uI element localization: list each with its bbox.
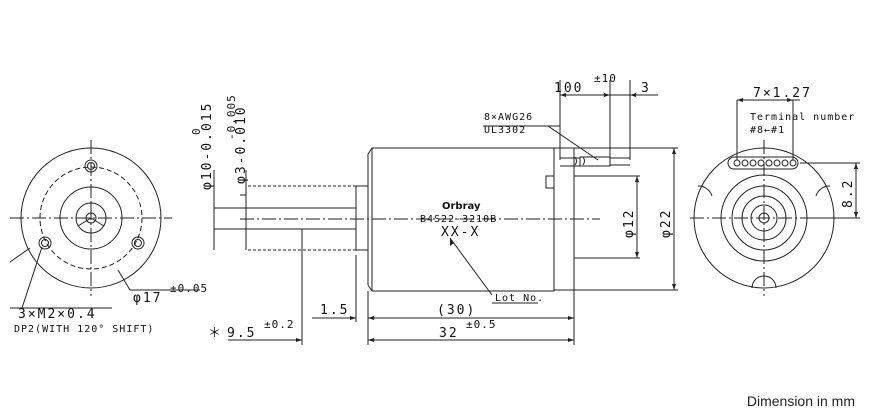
- front-view: [9, 140, 200, 309]
- mounting-hole: [131, 236, 145, 250]
- dim-9-5-asterisk: ＊: [208, 326, 223, 341]
- pcd-tolerance: ±0.05: [170, 282, 208, 295]
- brand-logo-text: Orbray: [442, 201, 481, 212]
- dim-1-5: 1.5: [320, 303, 349, 318]
- wire-spec-2: UL3302: [484, 125, 526, 136]
- flange-diameter: φ12: [622, 209, 637, 238]
- terminal-number-label: Terminal number: [750, 112, 855, 123]
- dim-9-5-tolerance: ±0.2: [264, 318, 295, 331]
- strip-length: 3: [641, 81, 651, 96]
- boss-diameter-upper: -0.005: [225, 94, 238, 140]
- dim-30: (30): [437, 303, 476, 318]
- depth-label: DP2(WITH 120° SHIFT): [14, 324, 154, 335]
- dim-8-2: 8.2: [841, 179, 856, 208]
- body-diameter: φ22: [659, 209, 674, 238]
- lead-length: 100: [554, 81, 583, 96]
- lead-length-tolerance: ±10: [594, 72, 617, 85]
- boss-diameter: φ3-0.010: [234, 105, 249, 184]
- dim-32-tolerance: ±0.5: [466, 318, 497, 331]
- shaft-diameter-upper: 0: [190, 127, 203, 135]
- variant-code: XX-X: [441, 225, 480, 240]
- arrowheads: [296, 93, 676, 342]
- lot-number-label: Lot No.: [495, 293, 544, 304]
- pitch-label: 7×1.27: [753, 86, 812, 101]
- dim-9-5: 9.5: [227, 326, 256, 341]
- wire-spec-1: 8×AWG26: [484, 112, 533, 123]
- screw-label: 3×M2×0.4: [18, 307, 97, 322]
- mounting-hole: [38, 236, 52, 250]
- terminal-pads: [733, 159, 797, 167]
- rear-arrowheads: [737, 98, 858, 218]
- unit-note: Dimension in mm: [746, 393, 855, 409]
- shaft-diameter: φ10-0.015: [200, 102, 215, 190]
- pcd-label: φ17: [133, 291, 162, 306]
- model-number: B4S22-3210B: [420, 214, 497, 225]
- terminal-order: #8←#1: [750, 125, 785, 136]
- dim-32: 32: [439, 326, 459, 341]
